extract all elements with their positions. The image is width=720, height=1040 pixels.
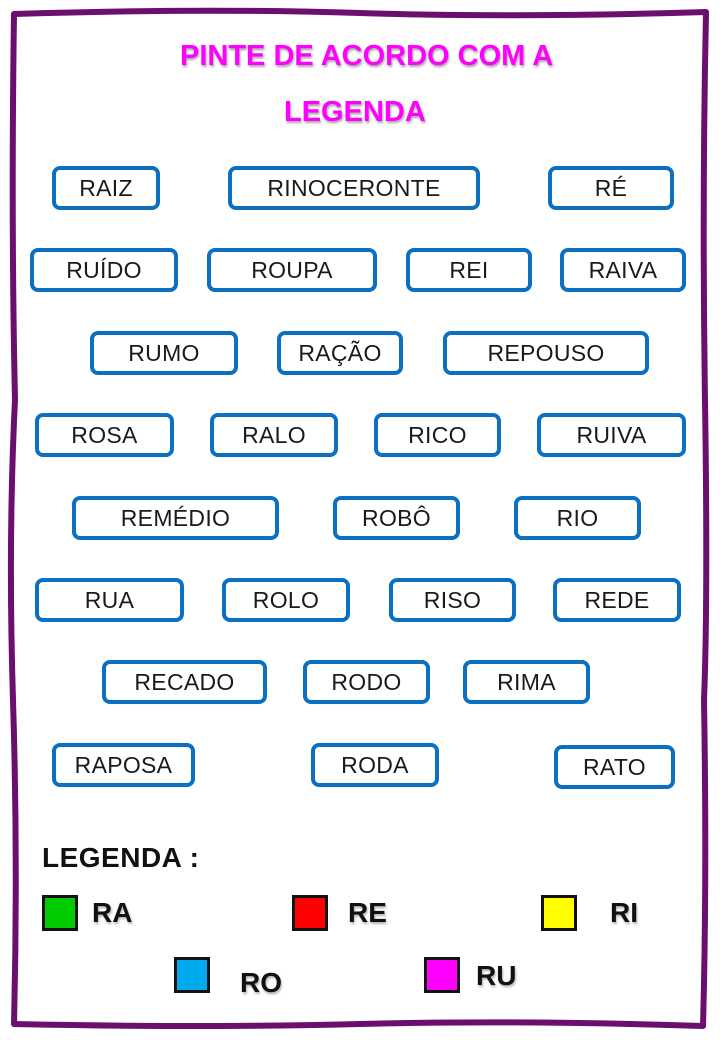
word-box[interactable]: RÉ xyxy=(548,166,674,210)
word-box[interactable]: RUÍDO xyxy=(30,248,178,292)
word-box[interactable]: RIO xyxy=(514,496,641,540)
word-box[interactable]: RODO xyxy=(303,660,430,704)
word-box[interactable]: REI xyxy=(406,248,532,292)
page-title-line1: PINTE DE ACORDO COM A xyxy=(180,40,554,72)
legend-label-ro: RO xyxy=(240,967,282,998)
word-box[interactable]: ROBÔ xyxy=(333,496,460,540)
legend-label-ru: RU xyxy=(476,960,517,991)
word-box[interactable]: RIMA xyxy=(463,660,590,704)
word-box[interactable]: RAPOSA xyxy=(52,743,195,787)
page-title-line2: LEGENDA xyxy=(284,96,426,128)
legend-swatch-ri xyxy=(541,895,577,931)
legend-swatch-re xyxy=(292,895,328,931)
word-box[interactable]: RECADO xyxy=(102,660,267,704)
legend-swatch-ra xyxy=(42,895,78,931)
legend-swatch-ro xyxy=(174,957,210,993)
word-box[interactable]: RODA xyxy=(311,743,439,787)
word-box[interactable]: RAIZ xyxy=(52,166,160,210)
word-box[interactable]: RUIVA xyxy=(537,413,686,457)
word-box[interactable]: REDE xyxy=(553,578,681,622)
word-box[interactable]: RUA xyxy=(35,578,184,622)
word-box[interactable]: RINOCERONTE xyxy=(228,166,480,210)
legend-label-re: RE xyxy=(348,897,387,928)
legend-label-ra: RA xyxy=(92,897,133,928)
word-box[interactable]: RALO xyxy=(210,413,338,457)
word-box[interactable]: RUMO xyxy=(90,331,238,375)
word-box[interactable]: ROUPA xyxy=(207,248,377,292)
word-box[interactable]: RICO xyxy=(374,413,501,457)
legend-swatch-ru xyxy=(424,957,460,993)
word-box[interactable]: RATO xyxy=(554,745,675,789)
legend-label-ri: RI xyxy=(610,897,638,928)
word-box[interactable]: RAIVA xyxy=(560,248,686,292)
word-box[interactable]: REMÉDIO xyxy=(72,496,279,540)
word-box[interactable]: RISO xyxy=(389,578,516,622)
word-box[interactable]: ROSA xyxy=(35,413,174,457)
legend-title: LEGENDA : xyxy=(42,842,200,873)
word-box[interactable]: ROLO xyxy=(222,578,350,622)
word-box[interactable]: REPOUSO xyxy=(443,331,649,375)
word-box[interactable]: RAÇÃO xyxy=(277,331,403,375)
